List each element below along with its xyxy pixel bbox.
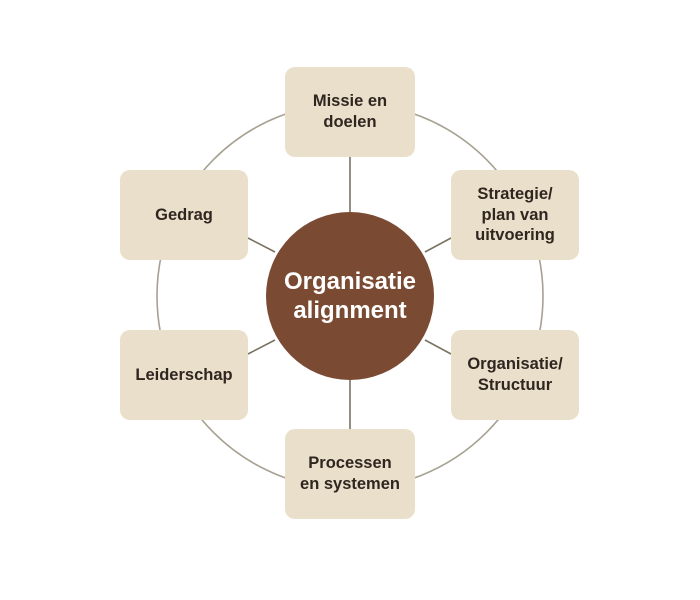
spoke-leiderschap [247, 339, 276, 355]
center-organisatie-alignment: Organisatie alignment [266, 212, 434, 380]
node-missie-en-doelen: Missie en doelen [285, 67, 415, 157]
node-leiderschap: Leiderschap [120, 330, 248, 420]
spoke-gedrag [247, 237, 276, 253]
spoke-organisatie [424, 339, 452, 355]
node-processen-en-systemen: Processen en systemen [285, 429, 415, 519]
spoke-strategie [424, 237, 452, 253]
node-organisatie-structuur: Organisatie/ Structuur [451, 330, 579, 420]
node-gedrag: Gedrag [120, 170, 248, 260]
node-strategie-plan-van-uitvoering: Strategie/ plan van uitvoering [451, 170, 579, 260]
